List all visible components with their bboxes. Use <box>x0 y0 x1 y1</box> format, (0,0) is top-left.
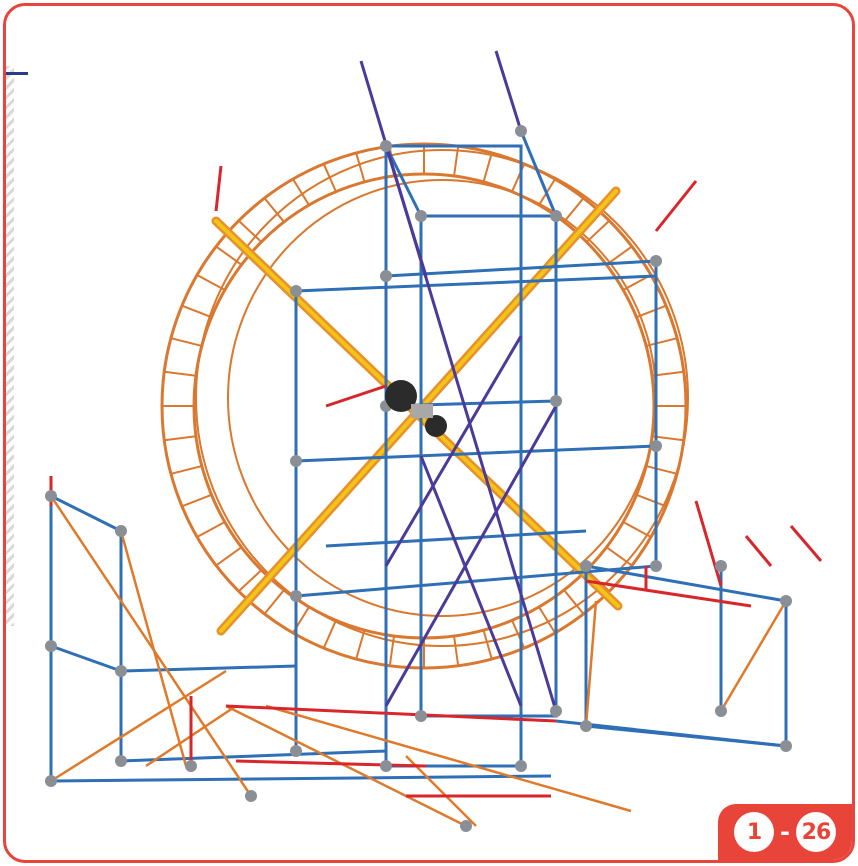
connector-hub <box>45 640 57 652</box>
connector-hub <box>650 255 662 267</box>
wheel-rung <box>622 521 652 538</box>
wheel-rung <box>263 589 285 615</box>
wheel-rung <box>164 435 197 442</box>
connector-hub <box>415 710 427 722</box>
wheel-rung <box>322 163 337 193</box>
connector-hub <box>550 705 562 717</box>
connector-hub <box>290 455 302 467</box>
connector-hub <box>245 790 257 802</box>
wheel-rung <box>482 629 493 660</box>
wheel-rung <box>292 178 310 206</box>
wheel-rung <box>645 337 678 347</box>
connector-hub <box>380 760 392 772</box>
connector-hub <box>290 285 302 297</box>
wheel-rung <box>322 619 337 649</box>
step-start-number: 1 <box>734 812 775 852</box>
connector-hub <box>550 210 562 222</box>
connector-hub <box>115 525 127 537</box>
wheel-rung <box>196 521 226 538</box>
connector-hub <box>115 665 127 677</box>
wheel-rung <box>170 465 203 475</box>
connector-hub <box>650 440 662 452</box>
wheel-rung <box>482 152 493 183</box>
ferris-wheel-model-illustration <box>45 50 823 832</box>
wheel-rung <box>453 146 460 177</box>
wheel-rung <box>181 304 212 319</box>
connector-hub <box>380 270 392 282</box>
wheel-rung <box>538 606 556 634</box>
wheel-rung <box>563 589 585 615</box>
step-end-number: 26 <box>795 812 836 852</box>
wheel-rung <box>585 220 610 243</box>
wheel-rung <box>355 629 366 660</box>
wheel-rung <box>453 635 460 666</box>
wheel-rung <box>605 546 633 567</box>
wheel-rung <box>636 493 667 508</box>
connector-hub <box>780 595 792 607</box>
connector-hub <box>550 395 562 407</box>
wheel-rung <box>636 304 667 319</box>
step-range-badge: 1 - 26 <box>718 804 852 860</box>
wheel-rung <box>238 220 263 243</box>
connector-hub <box>380 140 392 152</box>
connector-hub <box>415 210 427 222</box>
wheel-rung <box>263 197 285 223</box>
wheel-rung <box>196 274 226 291</box>
connector-hub <box>515 760 527 772</box>
connector-hub <box>580 560 592 572</box>
wheel-rung <box>215 546 243 567</box>
connector-hub <box>290 590 302 602</box>
connector-hub <box>45 775 57 787</box>
connector-hub <box>115 755 127 767</box>
wheel-rung <box>388 635 395 666</box>
connector-hub <box>290 745 302 757</box>
connector-hub <box>715 705 727 717</box>
center-hub <box>385 380 417 412</box>
previous-page-edge <box>6 66 14 626</box>
connector-hub <box>185 760 197 772</box>
connector-hub <box>515 125 527 137</box>
wheel-rung <box>645 465 678 475</box>
page-frame: 1 - 26 <box>3 3 855 863</box>
page-edge-bar <box>6 72 28 75</box>
connector-hub <box>45 490 57 502</box>
wheel-rung <box>170 337 203 347</box>
connector-hub <box>460 820 472 832</box>
wheel-rung <box>181 493 212 508</box>
wheel-rung <box>605 245 633 266</box>
wheel-rung <box>164 370 197 377</box>
wheel-rung <box>563 197 585 223</box>
connector-hub <box>715 560 727 572</box>
wheel-rung <box>215 245 243 266</box>
wheel-rung <box>238 569 263 592</box>
connector-hub <box>580 720 592 732</box>
wheel-rung <box>355 152 366 183</box>
connector-hub <box>650 560 662 572</box>
connector-hub <box>780 740 792 752</box>
step-separator: - <box>780 818 790 846</box>
